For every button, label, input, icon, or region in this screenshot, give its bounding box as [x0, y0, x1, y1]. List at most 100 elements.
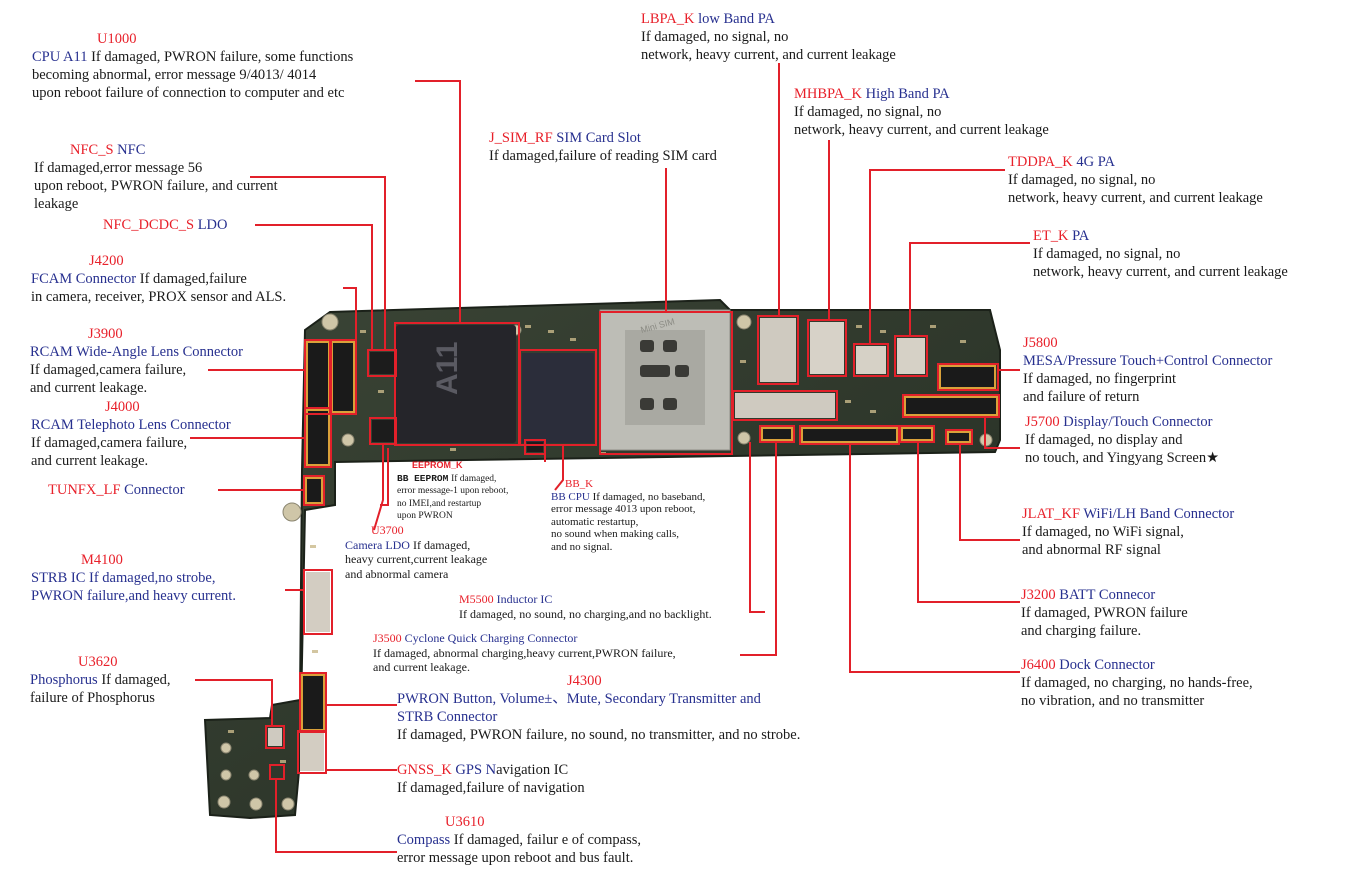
j6400-connector: [801, 427, 898, 443]
annotation-j3900: J3900 RCAM Wide-Angle Lens Connector If …: [30, 325, 243, 397]
mhbpa-line-0: If damaged, no signal, no: [794, 104, 942, 120]
nfc-s-line-1: upon reboot, PWRON failure, and current: [34, 178, 278, 194]
m4100-line-0: PWRON failure,and heavy current.: [31, 588, 236, 604]
u1000-line-2: upon reboot failure of connection to com…: [32, 85, 345, 101]
nfc-s-name: NFC: [117, 142, 146, 158]
bb-k-line-2: no sound when making calls,: [551, 528, 680, 540]
j4300-connector: [301, 674, 325, 731]
annotation-j-sim-rf: J_SIM_RF SIM Card Slot If damaged,failur…: [489, 129, 717, 165]
j3200-line-1: and charging failure.: [1021, 623, 1142, 639]
et-k-name: PA: [1072, 228, 1090, 244]
tddpa-chip: [856, 346, 886, 374]
bb-k-line-3: and no signal.: [551, 540, 613, 553]
j5800-code: J5800: [1023, 335, 1058, 351]
gnss-line-0: If damaged,failure of navigation: [397, 780, 585, 796]
j-sim-rf-code: J_SIM_RF: [489, 130, 553, 146]
annotation-nfc-s: NFC_S NFC If damaged,error message 56 up…: [34, 141, 278, 213]
j4200-code: J4200: [89, 253, 124, 269]
annotation-u3700: U3700 Camera LDO If damaged, heavy curre…: [345, 523, 487, 581]
annotation-et-k: ET_K PA If damaged, no signal, no networ…: [1033, 227, 1288, 281]
m4100-chip: [306, 572, 330, 632]
m4100-code: M4100: [81, 552, 123, 568]
u3620-desc: If damaged,: [101, 672, 171, 688]
tunfx-code: TUNFX_LF: [48, 482, 121, 498]
j4300-code: J4300: [567, 673, 602, 689]
tddpa-name: 4G PA: [1076, 154, 1115, 170]
j4000-name: RCAM Telephoto Lens Connector: [31, 417, 231, 433]
j3900-connector: [306, 341, 330, 413]
j-sim-rf-line-0: If damaged,failure of reading SIM card: [489, 148, 717, 164]
tunfx-name: Connector: [124, 482, 185, 498]
j3200-line-0: If damaged, PWRON failure: [1021, 605, 1188, 621]
lbpa-chip: [760, 318, 796, 382]
u3610-name: Compass: [397, 832, 451, 848]
tunfx-connector: [305, 477, 323, 504]
j3900-code: J3900: [88, 326, 123, 342]
inductor-block: [735, 393, 835, 418]
eeprom-desc: If damaged,: [451, 473, 497, 484]
eeprom-line-1: no IMEI,and restartup: [397, 498, 482, 509]
tddpa-code: TDDPA_K: [1008, 154, 1073, 170]
u3620-chip: [268, 728, 282, 746]
j5700-connector: [904, 396, 998, 416]
jlat-connector: [947, 431, 971, 443]
u1000-line-1: becoming abnormal, error message 9/4013/…: [32, 67, 317, 83]
jlat-line-0: If damaged, no WiFi signal,: [1022, 524, 1184, 540]
u3610-code: U3610: [445, 814, 485, 830]
j3200-code: J3200: [1021, 587, 1056, 603]
nfc-dcdc-name: LDO: [197, 217, 228, 233]
annotation-eeprom: EEPROM_K BB EEPROM If damaged, error mes…: [397, 459, 508, 523]
gnss-chip: [300, 733, 324, 771]
mhbpa-chip: [810, 322, 844, 374]
j3200-connector: [901, 427, 933, 441]
eeprom-chip: [527, 442, 543, 452]
j3500-line-1: and current leakage.: [373, 660, 470, 674]
j6400-name: Dock Connector: [1059, 657, 1155, 673]
bb-k-name: BB CPU: [551, 490, 590, 503]
j4000-code: J4000: [105, 399, 140, 415]
annotation-gnss: GNSS_K GPS Navigation IC If damaged,fail…: [397, 761, 585, 797]
lbpa-code: LBPA_K: [641, 11, 695, 27]
j-sim-rf-name: SIM Card Slot: [556, 130, 641, 146]
nfc-s-line-2: leakage: [34, 196, 79, 212]
tddpa-line-1: network, heavy current, and current leak…: [1008, 190, 1263, 206]
j5800-connector: [939, 365, 996, 389]
annotation-j3500: J3500 Cyclone Quick Charging Connector I…: [373, 631, 676, 675]
lbpa-line-1: network, heavy current, and current leak…: [641, 47, 896, 63]
j3500-line-0: If damaged, abnormal charging,heavy curr…: [373, 645, 676, 660]
bb-k-line-1: automatic restartup,: [551, 515, 639, 528]
bb-k-code: BB_K: [565, 478, 594, 490]
j4200-desc: If damaged,failure: [139, 271, 247, 287]
nfc-chip: [370, 352, 394, 374]
j4000-line-0: If damaged,camera failure,: [31, 435, 188, 451]
annotation-u3620: U3620 Phosphorus If damaged, failure of …: [30, 653, 171, 707]
m4100-name: STRB IC If damaged,no strobe,: [31, 570, 216, 586]
et-k-line-0: If damaged, no signal, no: [1033, 246, 1181, 262]
bb-k-line-0: error message 4013 upon reboot,: [551, 503, 696, 515]
j5800-line-0: If damaged, no fingerprint: [1023, 371, 1177, 387]
annotation-j4000: J4000 RCAM Telephoto Lens Connector If d…: [31, 398, 231, 470]
j6400-line-1: no vibration, and no transmitter: [1021, 693, 1205, 709]
mhbpa-code: MHBPA_K: [794, 86, 862, 102]
annotation-tunfx: TUNFX_LF Connector: [48, 481, 185, 499]
j6400-line-0: If damaged, no charging, no hands-free,: [1021, 675, 1253, 691]
et-k-line-1: network, heavy current, and current leak…: [1033, 264, 1288, 280]
annotation-mhbpa: MHBPA_K High Band PA If damaged, no sign…: [794, 85, 1049, 139]
gnss-name-tail: avigation IC: [496, 762, 569, 778]
j5700-code: J5700: [1025, 414, 1060, 430]
annotation-j3200: J3200 BATT Connecor If damaged, PWRON fa…: [1021, 586, 1188, 640]
gnss-name: GPS N: [455, 762, 497, 778]
u3620-name: Phosphorus: [30, 672, 98, 688]
mhbpa-line-1: network, heavy current, and current leak…: [794, 122, 1049, 138]
annotation-m4100: M4100 STRB IC If damaged,no strobe, PWRO…: [31, 551, 236, 605]
u3620-code: U3620: [78, 654, 118, 670]
j5700-line-1: no touch, and Yingyang Screen★: [1025, 450, 1220, 466]
annotation-bb-k: BB_K BB CPU If damaged, no baseband, err…: [551, 478, 705, 553]
annotation-j6400: J6400 Dock Connector If damaged, no char…: [1021, 656, 1253, 710]
mhbpa-name: High Band PA: [865, 86, 950, 102]
j5800-line-1: and failure of return: [1023, 389, 1140, 405]
u3700-chip: [372, 420, 394, 442]
et-chip: [897, 338, 925, 374]
annotation-jlat: JLAT_KF WiFi/LH Band Connector If damage…: [1022, 505, 1234, 559]
